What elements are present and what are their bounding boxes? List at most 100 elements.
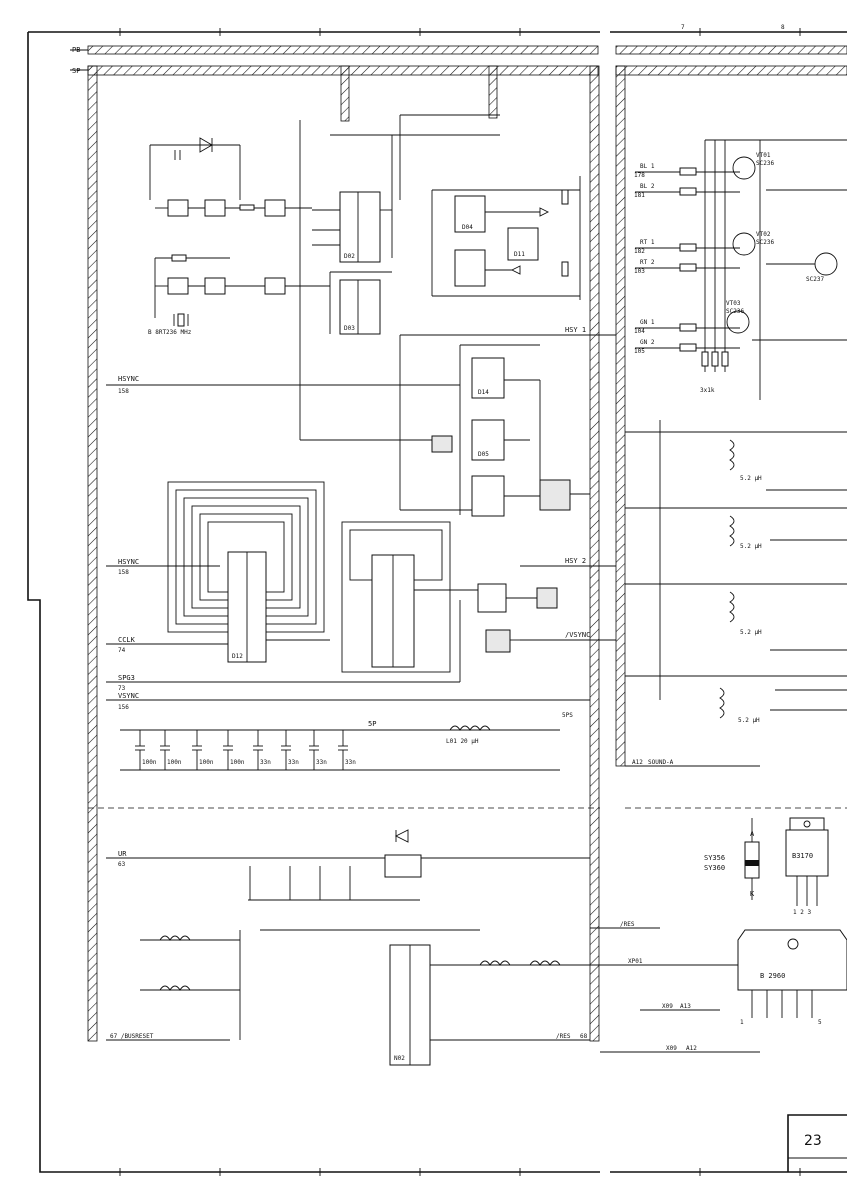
ic-d14-d05-block: D14 D05: [299, 120, 590, 517]
ic-d13-block: [341, 521, 558, 682]
supply-capacitor: 100n: [192, 730, 214, 770]
transistor-vt01: [732, 156, 756, 180]
coil-l05-value: 5.2 µH: [738, 717, 760, 724]
sheet-frame: 7 8: [27, 24, 847, 1176]
color-input-pin: 182: [634, 248, 645, 255]
connector-xp01: XP01: [628, 958, 643, 965]
signal-vsync-pin: 156: [118, 704, 129, 711]
left-signal-lines: HSYNC 158 HSYNC 158 CCLK 74 SPG3 73 VSYN…: [106, 375, 590, 1041]
signal-res-label: /RES: [620, 921, 635, 928]
transistor-vt01-name: VT01: [756, 152, 771, 159]
connector-x09-a12: X09: [666, 1045, 677, 1052]
signal-hsy2-label: HSY 2: [565, 557, 586, 565]
regulator-b3170-pins: 1 2 3: [793, 909, 811, 916]
ic-d03-label: D03: [344, 325, 355, 332]
ic-d04-block: D04 D11: [431, 176, 581, 300]
ic-d01-gate-c: [167, 277, 189, 295]
page-number: 23: [804, 1133, 822, 1149]
page-number-box: 23: [787, 1114, 847, 1172]
signal-cclk-label: CCLK: [118, 636, 136, 644]
signal-sound-pin: A12: [632, 759, 643, 766]
pinout-cathode-label: K: [750, 890, 755, 898]
connector-x09-a12-pin: A12: [686, 1045, 697, 1052]
transistor-vt01-type: SC236: [756, 160, 774, 167]
ic-d03-block: D03: [329, 271, 392, 335]
supply-capacitor: 100n: [135, 730, 157, 770]
supply-capacitor-value: 100n: [199, 759, 214, 766]
ic-d14: [471, 357, 505, 399]
color-matrix: 3x1k: [635, 139, 847, 394]
signal-sp03-label: SPG3: [118, 674, 135, 682]
signal-vsync-right-label: /VSYNC: [565, 631, 590, 639]
ic-d12-label: D12: [232, 653, 243, 660]
transistor-sc237-type: SC237: [806, 276, 824, 283]
regulator-b2960-label: B 2960: [760, 972, 785, 980]
coil-l04-value: 5.2 µH: [740, 629, 762, 636]
right-signal-lines: HSY 1 HSY 2 /VSYNC A12 SOUND-A /RES /RES…: [400, 326, 760, 1041]
ic-d03: [339, 279, 381, 335]
resistor-array-label: 3x1k: [700, 387, 715, 394]
ic-d12-block: D12: [167, 481, 330, 663]
ic-d11-c: [539, 479, 571, 511]
bottom-connectors: X09 A13 X09 A12 XP01: [600, 958, 760, 1053]
coil-l03-value: 5.2 µH: [740, 543, 762, 550]
signal-sp03-pin: 73: [118, 685, 126, 692]
regulator-b3170: [785, 829, 829, 877]
ic-d11-label: D11: [514, 251, 525, 258]
signal-res2-label: /RES: [556, 1033, 571, 1040]
signal-ur-pin: 63: [118, 861, 126, 868]
color-input-label: GN 1: [640, 319, 655, 326]
signal-vsync-label: VSYNC: [118, 692, 139, 700]
signal-busreset-label: 67 /BUSRESET: [110, 1033, 154, 1040]
ic-d11-a: [507, 227, 539, 261]
ic-d11-b: [431, 435, 453, 453]
supply-capacitor-value: 33n: [288, 759, 299, 766]
signal-ur-label: UR: [118, 850, 127, 858]
ic-d14-label: D14: [478, 389, 489, 396]
rail-pb-label: PB: [72, 46, 80, 54]
ic-d11-f: [485, 629, 511, 653]
transistor-vt02-type: SC236: [756, 239, 774, 246]
connector-x09-a13: X09: [662, 1003, 673, 1010]
supply-capacitor-value: 100n: [230, 759, 245, 766]
regulator-b2960-package: [737, 929, 847, 991]
transistor-vt02: [732, 232, 756, 256]
supply-capacitor: 100n: [160, 730, 182, 770]
signal-cclk-pin: 74: [118, 647, 126, 654]
coil-l02-value: 5.2 µH: [740, 475, 762, 482]
signal-res2-pin: 68: [580, 1033, 588, 1040]
connector-x09-a13-pin: A13: [680, 1003, 691, 1010]
supply-5ps-label: 5PS: [562, 712, 573, 719]
signal-hsync2-pin: 158: [118, 569, 129, 576]
color-input-label: RT 1: [640, 239, 655, 246]
rail-pb: PB: [70, 45, 847, 55]
ic-d02: [339, 191, 381, 263]
transistor-vt03-type: SC236: [726, 308, 744, 315]
pinout-diode-type-1: SY356: [704, 854, 725, 862]
inductor-l01-label: L01 20 µH: [446, 738, 479, 745]
supply-capacitor: 33n: [338, 730, 356, 770]
ic-d01-gate-a: [167, 199, 189, 217]
ic-d11-e: [536, 587, 558, 609]
crystal: [177, 313, 185, 327]
pinout-legend: A K SY356 SY360 B3170 1 2 3 B 2960 1 5: [704, 817, 847, 1026]
ic-d02-gate: [264, 199, 286, 217]
lc-filter-group: 5.2 µH 5.2 µH 5.2 µH 5.2 µH: [625, 420, 847, 724]
transistor-vt03: [726, 310, 750, 334]
color-input-label: GN 2: [640, 339, 655, 346]
pinout-diode-type-2: SY360: [704, 864, 725, 872]
ic-d04-b: [454, 249, 486, 287]
ic-d02-block: D02: [312, 114, 500, 263]
signal-hsync2-label: HSYNC: [118, 558, 139, 566]
column-number-8: 8: [781, 24, 785, 31]
ic-d05-label: D05: [478, 451, 489, 458]
color-input-pin: 181: [634, 192, 645, 199]
rail-sp-label: SP: [72, 67, 80, 75]
oscillator-section: B 8RT236 MHz: [148, 137, 330, 336]
ic-d01-gate-d: [204, 277, 226, 295]
supply-capacitor-value: 100n: [142, 759, 157, 766]
color-input-pin: 103: [634, 268, 645, 275]
ic-n02-label: N02: [394, 1055, 405, 1062]
